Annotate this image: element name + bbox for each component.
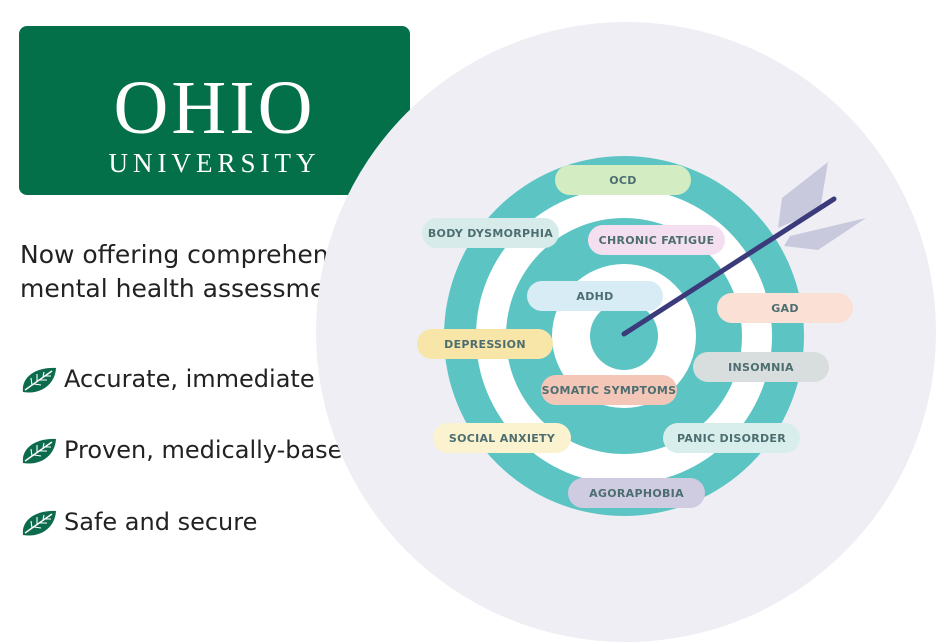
feature-text: Safe and secure — [64, 508, 258, 536]
logo-line-university: UNIVERSITY — [108, 148, 321, 178]
label-social-anxiety: SOCIAL ANXIETY — [433, 423, 571, 453]
label-chronic-fatigue: CHRONIC FATIGUE — [588, 225, 725, 255]
label-agoraphobia: AGORAPHOBIA — [568, 478, 705, 508]
logo-line-ohio: OHIO — [113, 66, 316, 150]
feature-text: Proven, medically-based — [64, 436, 358, 464]
headline: Now offering comprehensive mental health… — [20, 238, 420, 306]
label-gad: GAD — [717, 293, 853, 323]
feature-item-safe: Safe and secure — [20, 504, 257, 540]
feature-item-proven: Proven, medically-based — [20, 432, 358, 468]
ohio-university-logo: OHIO UNIVERSITY — [19, 26, 410, 195]
label-adhd: ADHD — [527, 281, 663, 311]
label-somatic-symptoms: SOMATIC SYMPTOMS — [541, 375, 677, 405]
leaf-icon — [22, 510, 56, 536]
label-panic-disorder: PANIC DISORDER — [663, 423, 800, 453]
label-depression: DEPRESSION — [417, 329, 553, 359]
leaf-icon — [22, 367, 56, 393]
label-body-dysmorphia: BODY DYSMORPHIA — [422, 218, 559, 248]
leaf-icon — [22, 438, 56, 464]
label-insomnia: INSOMNIA — [693, 352, 829, 382]
headline-line-1: Now offering comprehensive — [20, 240, 379, 269]
arrow-shaft — [621, 196, 837, 337]
headline-line-2: mental health assessment! — [20, 274, 361, 303]
label-ocd: OCD — [555, 165, 691, 195]
